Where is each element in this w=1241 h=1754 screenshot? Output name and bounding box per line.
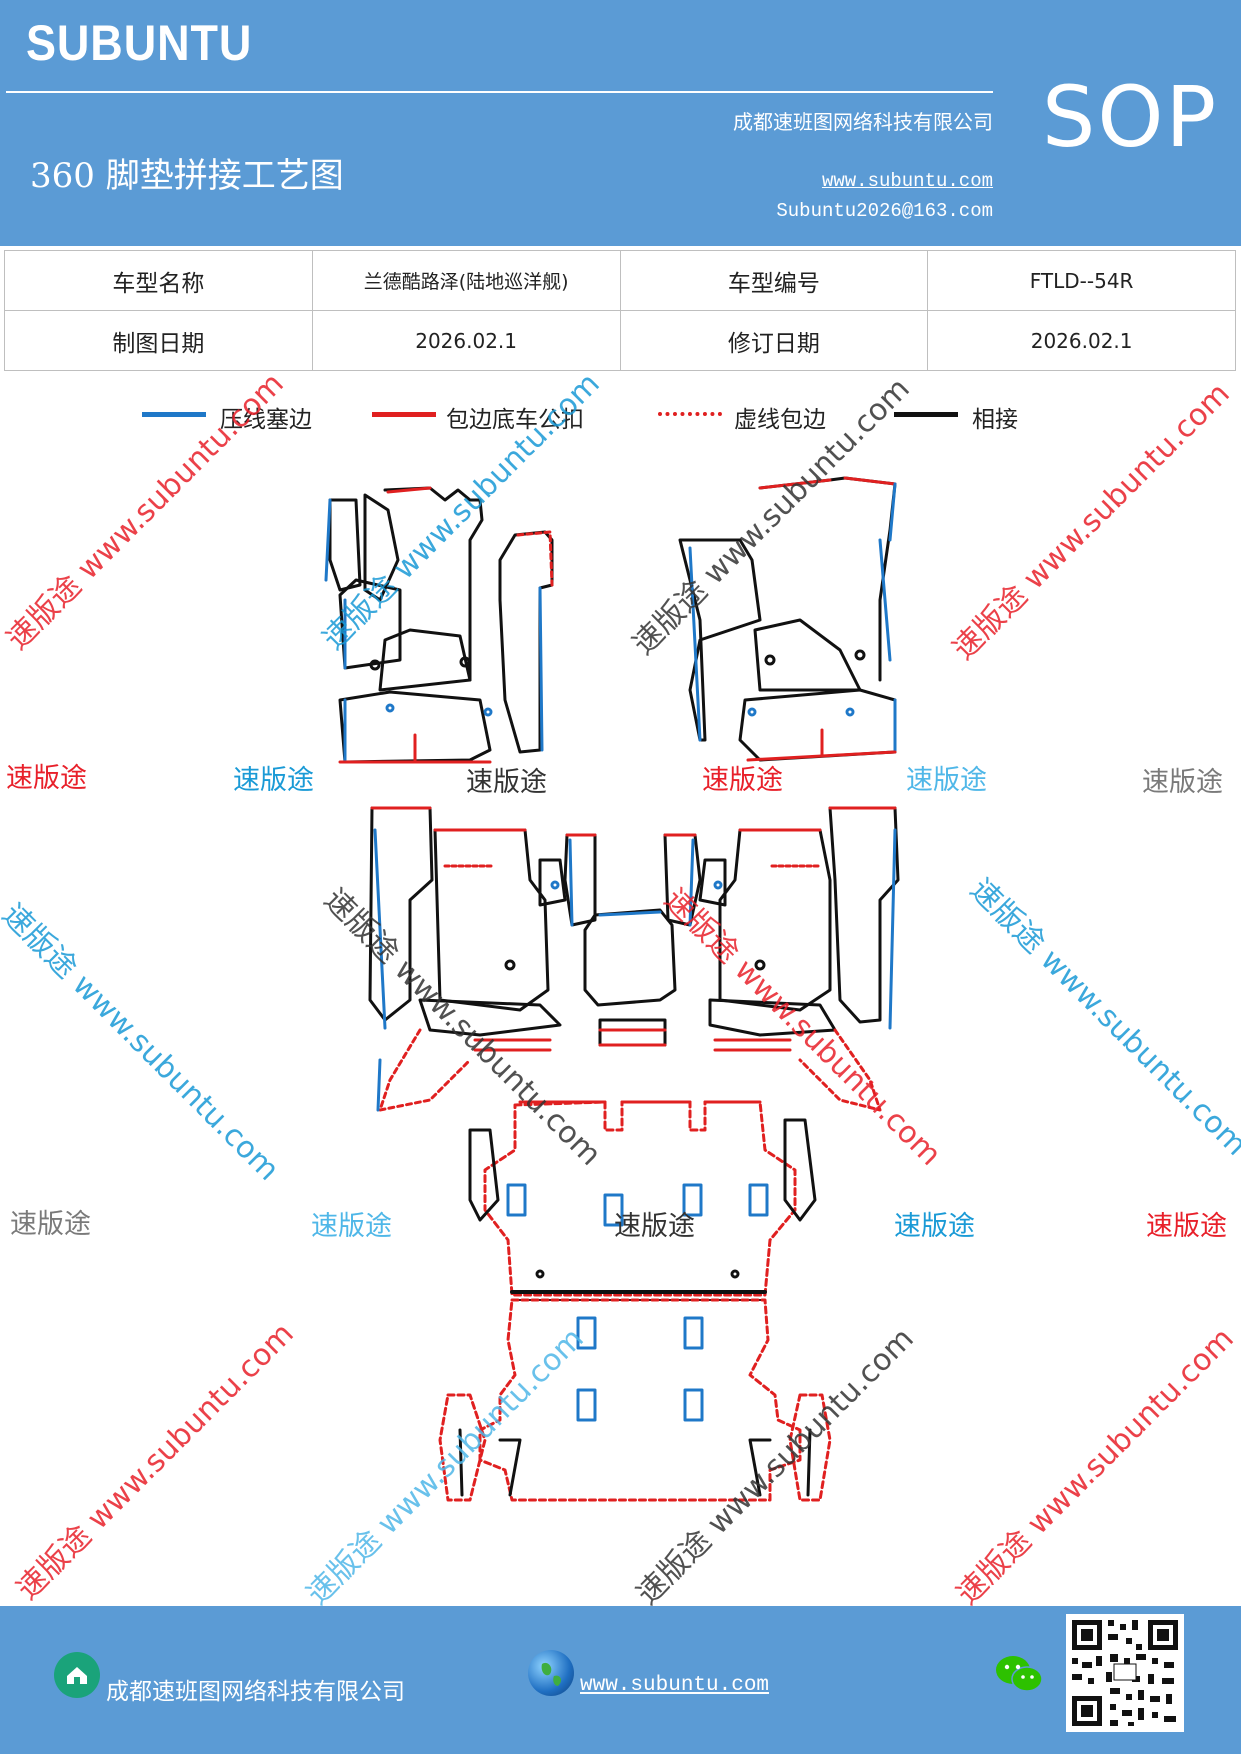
- middle-left-mat: [368, 806, 597, 1112]
- footer-website-link[interactable]: www.subuntu.com: [580, 1674, 770, 1697]
- draw-date-label: 制图日期: [4, 310, 313, 371]
- model-name-label: 车型名称: [4, 250, 313, 311]
- watermark-label: 速版途: [466, 767, 547, 798]
- website-link[interactable]: www.subuntu.com: [821, 170, 993, 192]
- watermark-label: 速版途: [702, 765, 783, 796]
- front-left-mat: [324, 486, 554, 764]
- center-tunnel-mat: [583, 908, 677, 1047]
- legend-label-dashed-edge: 虚线包边: [734, 407, 826, 433]
- watermark-label: 速版途: [311, 1211, 392, 1242]
- watermark-label: 速版途: [10, 1209, 91, 1240]
- legend-label-joined: 相接: [972, 407, 1018, 433]
- watermark-label: 速版途: [906, 765, 987, 796]
- header-divider: [6, 91, 993, 93]
- model-code-label: 车型编号: [619, 250, 929, 311]
- table-row: 车型名称 兰德酷路泽(陆地巡洋舰) 车型编号 FTLD--54R: [4, 250, 1236, 311]
- model-code-value: FTLD--54R: [927, 250, 1236, 311]
- legend-swatch-red: [372, 412, 436, 417]
- company-name: 成都速班图网络科技有限公司: [733, 110, 993, 134]
- page-title: 360 脚垫拼接工艺图: [30, 156, 344, 196]
- legend-swatch-blue: [142, 412, 206, 417]
- draw-date-value: 2026.02.1: [311, 310, 621, 371]
- middle-right-mat: [663, 806, 900, 1112]
- second-row-mat: [468, 1100, 817, 1301]
- header-banner: [0, 0, 1241, 246]
- front-right-mat: [678, 476, 897, 762]
- revise-date-label: 修订日期: [619, 310, 929, 371]
- watermark-label: 速版途: [894, 1211, 975, 1242]
- watermark-label: 速版途: [614, 1211, 695, 1242]
- third-row-mat: [438, 1298, 832, 1502]
- watermark-label: 速版途: [6, 763, 87, 794]
- wechat-icon[interactable]: [994, 1654, 1044, 1694]
- legend-swatch-black: [894, 412, 958, 417]
- globe-icon: [528, 1650, 574, 1696]
- model-name-value: 兰德酷路泽(陆地巡洋舰): [311, 250, 621, 311]
- watermark-label: 速版途: [1146, 1211, 1227, 1242]
- watermark-label: 速版途: [1142, 767, 1223, 798]
- footer-company-name: 成都速班图网络科技有限公司: [106, 1679, 405, 1705]
- info-table: 车型名称 兰德酷路泽(陆地巡洋舰) 车型编号 FTLD--54R 制图日期 20…: [4, 250, 1236, 371]
- brand-logo: SUBUNTU: [26, 15, 253, 71]
- legend-label-edge-clip: 包边底车公扣: [446, 407, 584, 433]
- revise-date-value: 2026.02.1: [927, 310, 1236, 371]
- qr-code[interactable]: [1066, 1614, 1184, 1732]
- home-icon: [54, 1652, 100, 1698]
- legend-swatch-red-dashed: [658, 412, 722, 416]
- table-row: 制图日期 2026.02.1 修订日期 2026.02.1: [4, 310, 1236, 371]
- legend-label-press-line: 压线塞边: [220, 407, 312, 433]
- email-address[interactable]: Subuntu2026@163.com: [776, 200, 993, 222]
- watermark-label: 速版途: [233, 765, 314, 796]
- legend: 压线塞边 包边底车公扣 虚线包边 相接: [0, 400, 1241, 440]
- doc-type-label: SOP: [1042, 68, 1219, 166]
